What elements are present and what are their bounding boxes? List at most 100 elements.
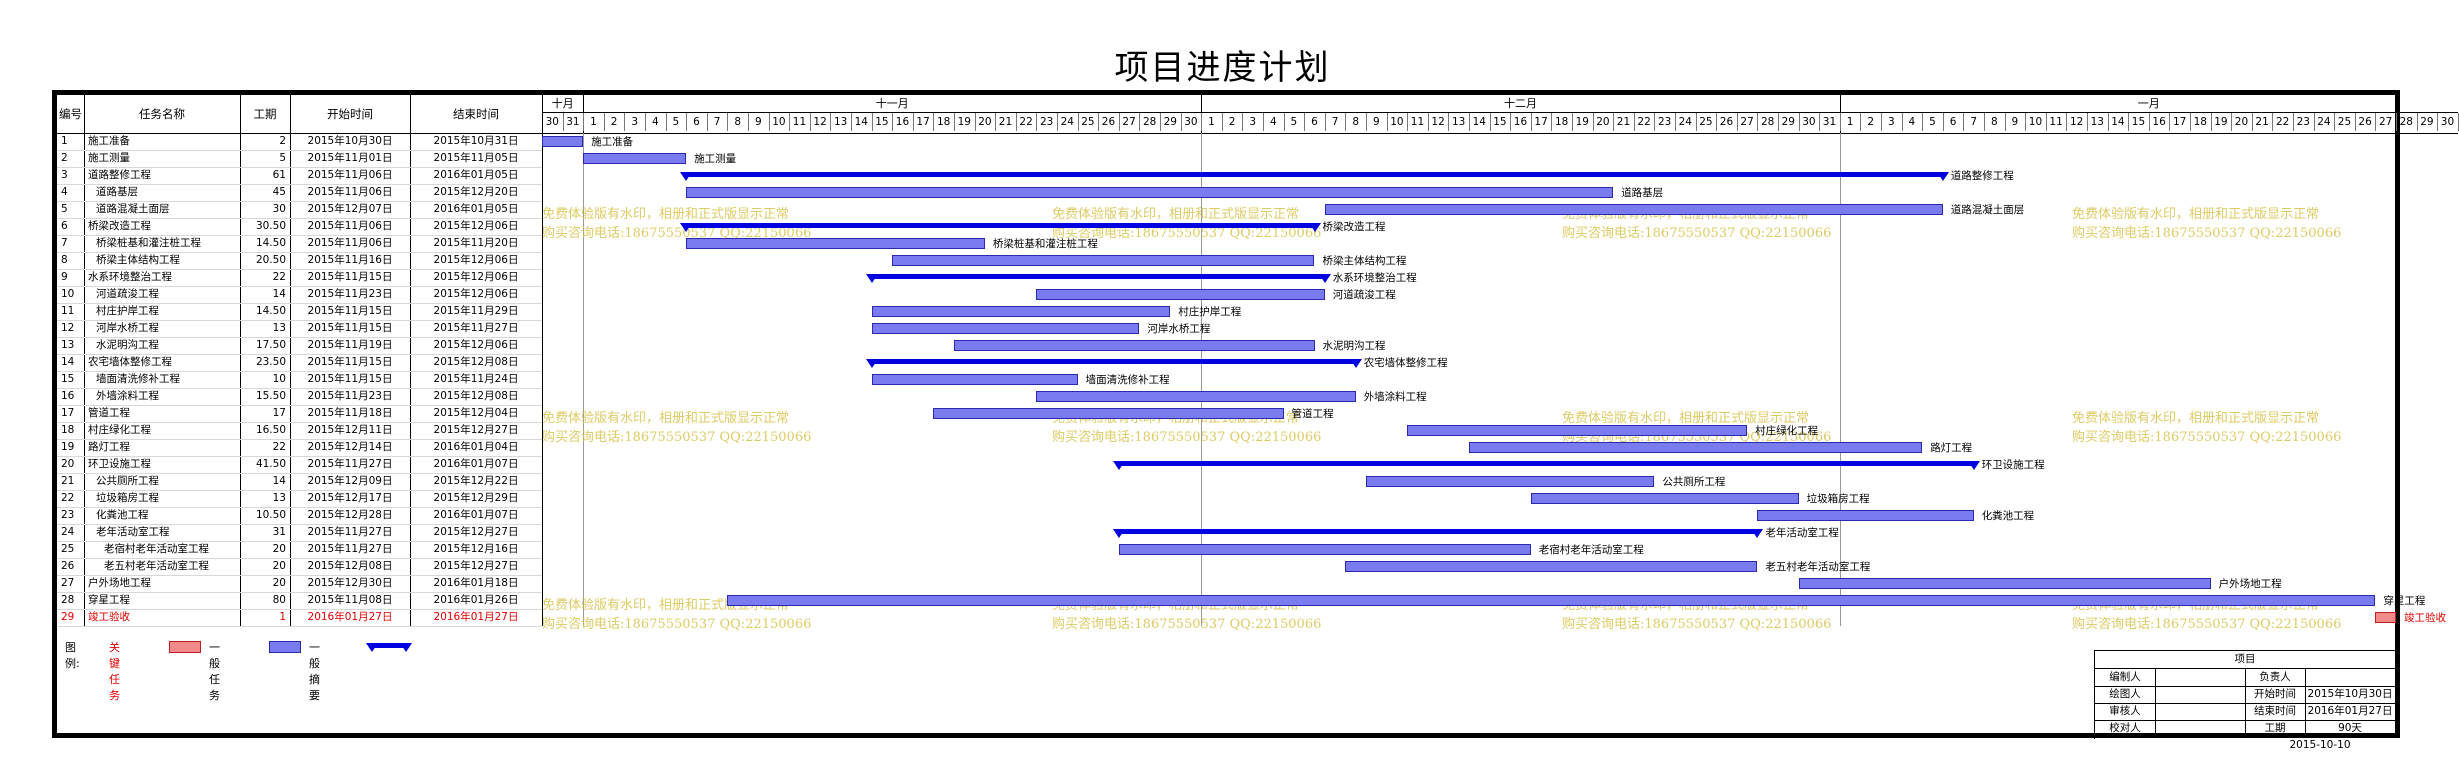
day-divider xyxy=(2396,113,2397,131)
day-label: 27 xyxy=(1740,116,1754,128)
day-divider xyxy=(1427,113,1429,131)
bar-label: 化粪池工程 xyxy=(1981,510,2035,522)
title-block-col-divider xyxy=(2245,668,2246,736)
task-name: 水泥明沟工程 xyxy=(96,339,159,351)
day-label: 24 xyxy=(1060,116,1074,128)
title-block-divider xyxy=(2095,737,2395,738)
task-start: 2015年11月15日 xyxy=(307,356,393,368)
day-label: 10 xyxy=(1390,116,1404,128)
day-divider xyxy=(1860,113,1862,131)
task-name: 施工准备 xyxy=(88,135,130,147)
watermark-line1: 免费体验版有水印，相册和正式版显示正常 xyxy=(1052,207,1300,222)
task-duration: 16.50 xyxy=(255,424,286,436)
watermark: 免费体验版有水印，相册和正式版显示正常购买咨询电话:18675550537 QQ… xyxy=(542,596,811,634)
legend-summary-triangle-right xyxy=(400,643,412,652)
watermark-line2: 购买咨询电话:18675550537 QQ:22150066 xyxy=(2072,226,2342,241)
day-label: 5 xyxy=(672,116,680,128)
task-end: 2015年12月06日 xyxy=(433,339,519,351)
row-divider xyxy=(57,201,542,202)
row-divider xyxy=(57,507,542,508)
row-divider xyxy=(57,371,542,372)
summary-end-marker xyxy=(1349,359,1362,368)
day-label: 31 xyxy=(566,116,580,128)
task-id: 8 xyxy=(61,254,68,266)
task-name: 墙面清洗修补工程 xyxy=(96,373,180,385)
bar-label: 河道疏浚工程 xyxy=(1332,289,1396,301)
task-duration: 14 xyxy=(272,288,286,300)
task-end: 2016年01月27日 xyxy=(433,611,519,623)
day-label: 13 xyxy=(2090,116,2104,128)
task-bar xyxy=(871,374,1078,385)
day-divider xyxy=(748,113,749,131)
task-end: 2015年12月08日 xyxy=(433,390,519,402)
day-divider xyxy=(727,113,729,131)
row-divider xyxy=(57,337,542,338)
title-block-cell: 校对人 xyxy=(2109,722,2141,734)
task-duration: 30.50 xyxy=(255,220,286,232)
day-divider xyxy=(2457,113,2459,131)
task-start: 2015年12月11日 xyxy=(307,424,393,436)
task-duration: 14.50 xyxy=(255,237,286,249)
day-label: 2 xyxy=(610,116,618,128)
day-divider xyxy=(1407,113,1409,131)
legend-summary-swatch xyxy=(369,643,409,648)
day-label: 12 xyxy=(2070,116,2084,128)
task-id: 5 xyxy=(61,203,68,215)
task-start: 2015年12月14日 xyxy=(307,441,393,453)
day-label: 13 xyxy=(1452,116,1466,128)
row-divider xyxy=(57,592,542,593)
month-label: 十二月 xyxy=(1503,97,1537,110)
task-start: 2015年11月15日 xyxy=(307,373,393,385)
task-start: 2015年11月19日 xyxy=(307,339,393,351)
day-divider xyxy=(686,113,688,131)
row-divider xyxy=(57,405,542,406)
day-label: 3 xyxy=(1887,116,1895,128)
day-divider xyxy=(1077,113,1079,131)
month-label: 十一月 xyxy=(875,97,909,110)
day-label: 31 xyxy=(1822,116,1837,128)
watermark-line2: 购买咨询电话:18675550537 QQ:22150066 xyxy=(542,226,812,241)
day-label: 26 xyxy=(1719,116,1734,128)
day-label: 14 xyxy=(1472,116,1486,128)
summary-bar xyxy=(1118,529,1758,534)
day-divider xyxy=(1489,113,1491,131)
task-name: 道路基层 xyxy=(96,186,138,198)
watermark: 免费体验版有水印，相册和正式版显示正常购买咨询电话:18675550537 QQ… xyxy=(542,205,811,243)
legend-summary-text: 一般摘要 xyxy=(309,641,320,702)
title-block-cell: 编制人 xyxy=(2109,671,2141,683)
task-id: 2 xyxy=(61,152,68,164)
day-label: 14 xyxy=(2111,116,2125,128)
day-divider xyxy=(2004,113,2006,131)
row-divider xyxy=(57,388,542,389)
task-duration: 17 xyxy=(272,407,286,419)
day-divider xyxy=(1510,113,1512,131)
task-id: 24 xyxy=(61,526,75,538)
row-divider xyxy=(57,609,542,610)
bar-label: 施工准备 xyxy=(591,136,634,148)
watermark-line2: 购买咨询电话:18675550537 QQ:22150066 xyxy=(1562,226,1832,241)
task-duration: 30 xyxy=(272,203,286,215)
task-end: 2015年11月20日 xyxy=(433,237,519,249)
day-label: 12 xyxy=(1431,116,1445,128)
watermark-line1: 免费体验版有水印，相册和正式版显示正常 xyxy=(542,411,790,426)
day-divider xyxy=(706,113,708,131)
task-bar xyxy=(1366,476,1655,487)
day-label: 2 xyxy=(1228,116,1236,128)
column-header: 编号 xyxy=(59,107,82,121)
task-bar xyxy=(1407,425,1748,436)
task-end: 2015年12月29日 xyxy=(433,492,519,504)
bar-label: 施工测量 xyxy=(694,153,737,165)
task-bar xyxy=(686,187,1614,198)
day-label: 4 xyxy=(651,116,659,128)
task-start: 2015年12月28日 xyxy=(307,509,393,521)
task-name: 管道工程 xyxy=(88,407,130,419)
task-duration: 61 xyxy=(272,169,286,181)
watermark-line2: 购买咨询电话:18675550537 QQ:22150066 xyxy=(1052,617,1322,632)
day-divider xyxy=(2190,113,2191,131)
task-bar xyxy=(1324,204,1943,215)
task-end: 2015年12月20日 xyxy=(433,186,519,198)
day-divider xyxy=(954,113,955,131)
task-id: 16 xyxy=(61,390,75,402)
column-header: 结束时间 xyxy=(453,107,499,121)
task-start: 2015年11月23日 xyxy=(307,390,393,402)
